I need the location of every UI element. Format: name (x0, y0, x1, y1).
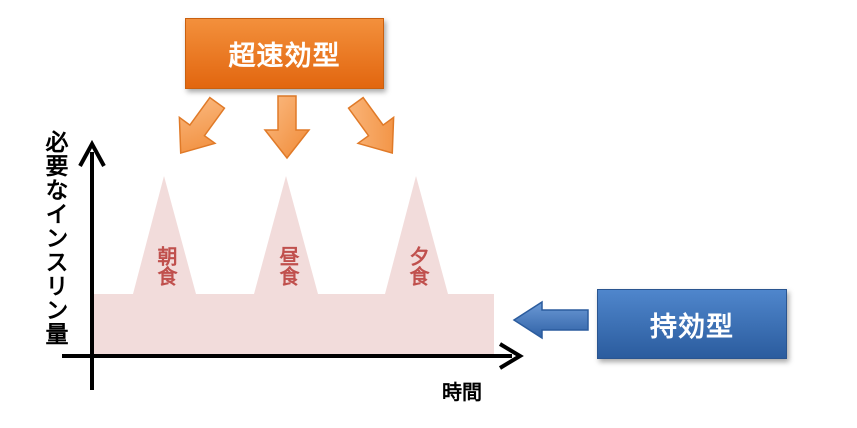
y-axis-label: 必要なインスリン量 (41, 130, 67, 346)
rapid-acting-box: 超速効型 (185, 18, 384, 89)
axes (62, 139, 524, 390)
x-axis-arrowhead (498, 342, 524, 370)
rapid-acting-label: 超速効型 (228, 41, 341, 72)
meal-label-dinner: 夕食 (406, 246, 430, 286)
rapid-acting-arrows (178, 95, 395, 160)
arrow-to-breakfast (178, 96, 226, 155)
arrow-to-basal (512, 300, 589, 340)
long-acting-box: 持効型 (597, 289, 787, 359)
arrow-to-lunch (263, 95, 311, 160)
peak-lunch (254, 176, 318, 294)
x-axis-label: 時間 (442, 380, 482, 404)
peak-breakfast (133, 176, 196, 294)
meal-label-lunch: 昼食 (276, 246, 300, 286)
arrow-to-dinner (347, 96, 395, 155)
peak-dinner (385, 176, 448, 294)
basal-insulin-band (94, 294, 494, 356)
meal-label-breakfast: 朝食 (154, 246, 178, 286)
y-axis-arrowhead (78, 139, 106, 167)
long-acting-label: 持効型 (650, 311, 734, 343)
insulin-area (94, 176, 494, 356)
